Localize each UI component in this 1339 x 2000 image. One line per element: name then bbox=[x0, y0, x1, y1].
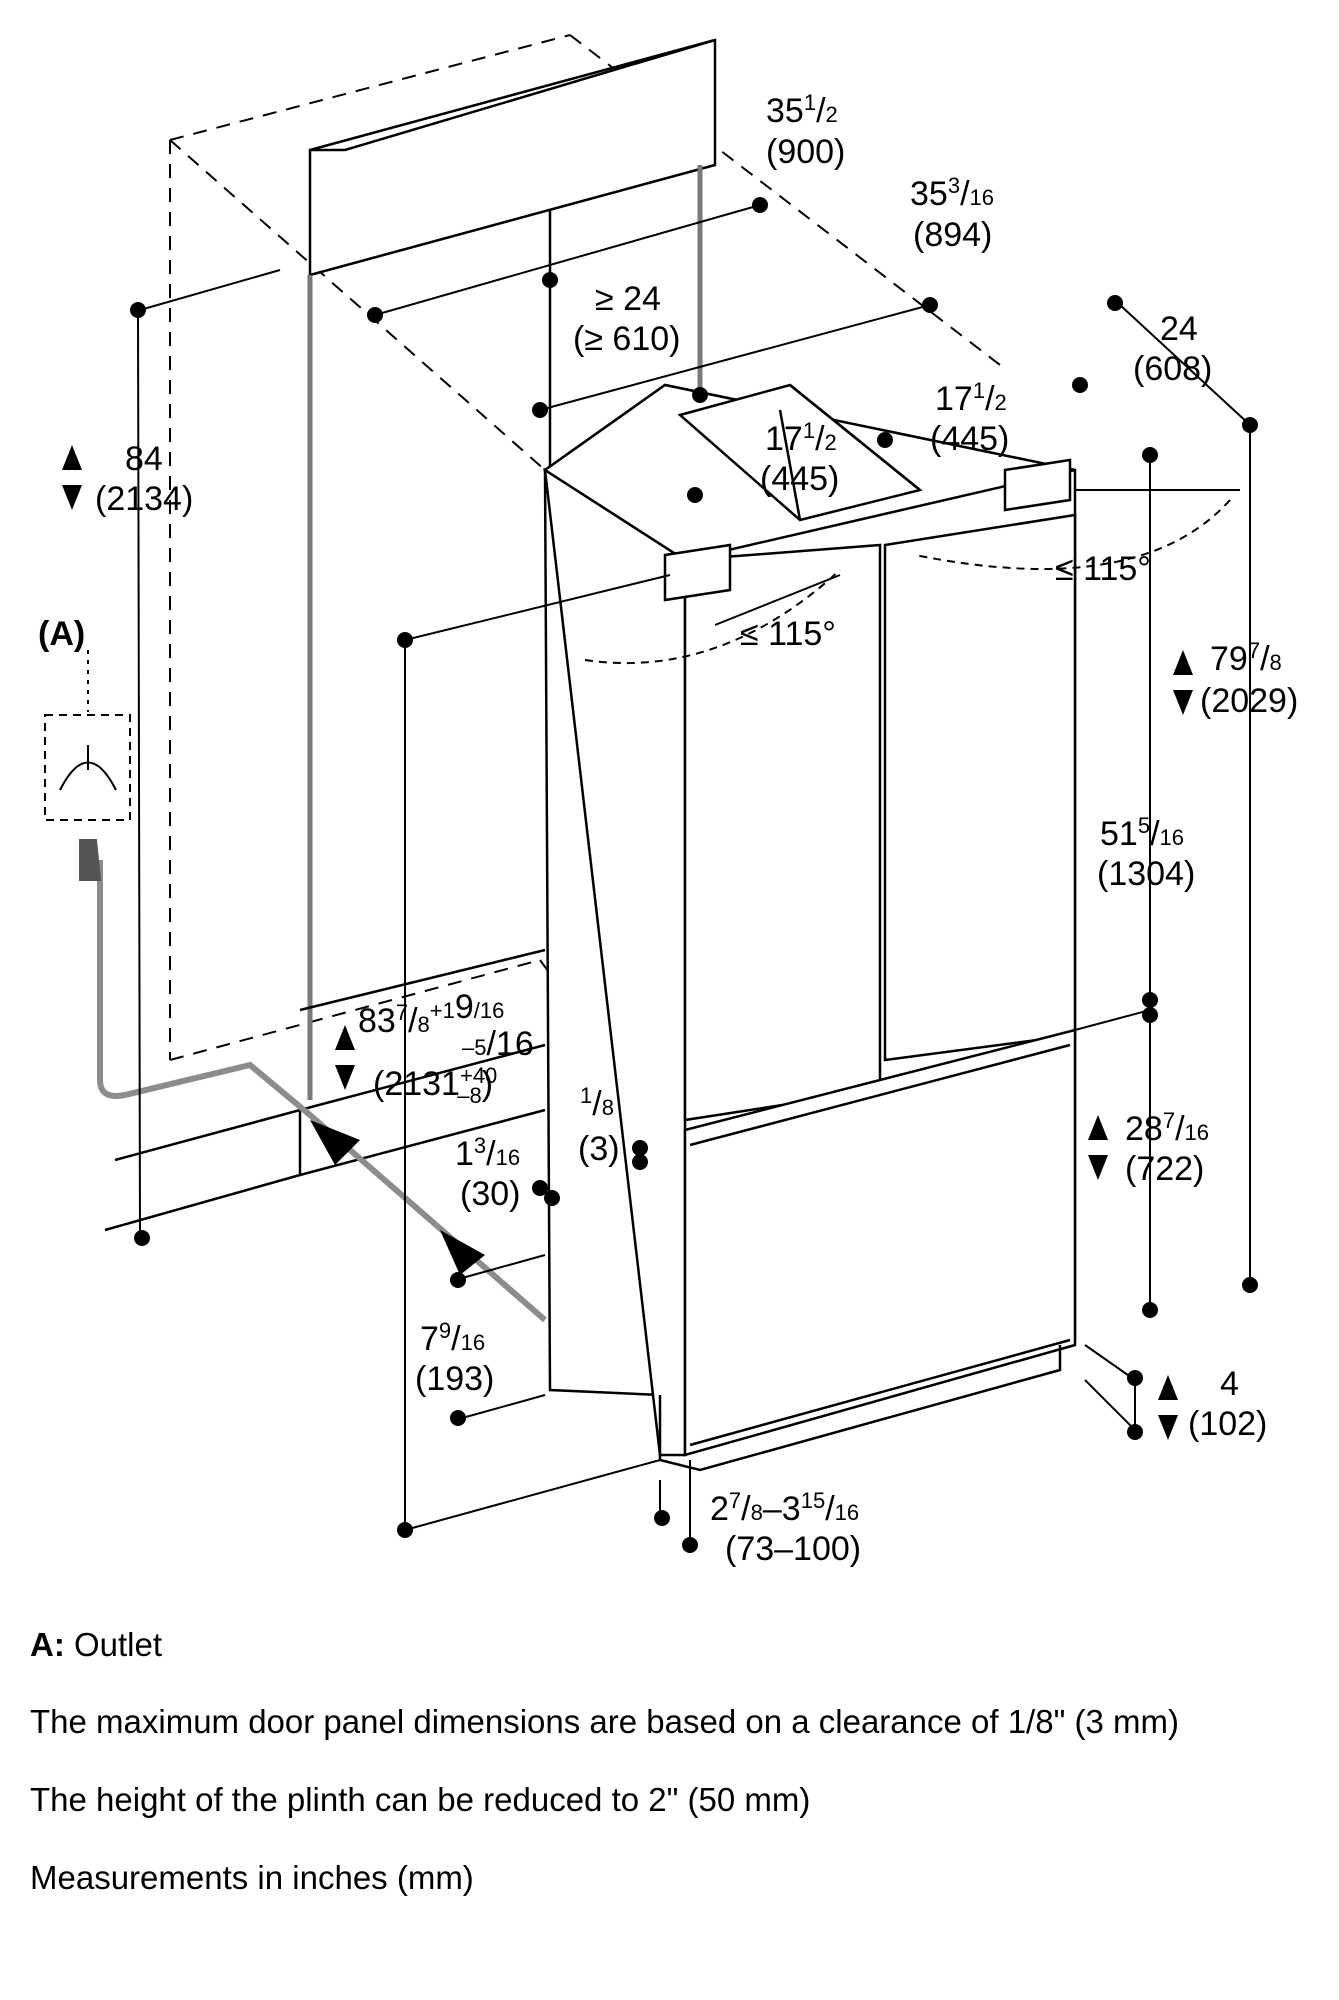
outlet-symbol bbox=[44, 650, 131, 881]
angle-right: ≤ 115° bbox=[1055, 550, 1151, 588]
width-inner-mm: (894) bbox=[913, 216, 992, 254]
panel-height-tolerance: –5/16 bbox=[462, 1025, 534, 1063]
side-gap-inch: 13/16 bbox=[455, 1133, 520, 1173]
water-hose bbox=[97, 860, 547, 1323]
note-text: The maximum door panel dimensions are ba… bbox=[30, 1703, 1179, 1740]
depth-min-inch: ≥ 24 bbox=[595, 280, 661, 318]
gap-mm: (3) bbox=[578, 1130, 620, 1168]
note-outlet: A: Outlet bbox=[30, 1625, 162, 1665]
dimension-labels: 351/2 (900) 353/16 (894) ≥ 24 (≥ 610) 24… bbox=[38, 90, 1298, 1568]
outlet-label: (A) bbox=[38, 615, 85, 653]
total-height-mm: (2029) bbox=[1200, 682, 1298, 720]
note-key: A: bbox=[30, 1626, 65, 1663]
dimension-lines bbox=[137, 204, 1251, 1545]
water-hose-arrows bbox=[310, 1120, 485, 1275]
lower-door-height-inch: 287/16 bbox=[1125, 1108, 1209, 1148]
width-total-mm: (900) bbox=[766, 133, 845, 171]
wall-lines bbox=[104, 948, 546, 1232]
depth-mm: (608) bbox=[1133, 350, 1212, 388]
plinth-depth-mm: (193) bbox=[415, 1360, 494, 1398]
door-right-width-mm: (445) bbox=[930, 420, 1009, 458]
note-text: Measurements in inches (mm) bbox=[30, 1859, 474, 1896]
note-plinth: The height of the plinth can be reduced … bbox=[30, 1780, 810, 1820]
gap-inch: 1/8 bbox=[580, 1083, 614, 1123]
panel-height-inch: 837/8+19/16 bbox=[358, 988, 504, 1040]
niche-height-mm: (2134) bbox=[95, 480, 193, 518]
arrow-markers bbox=[62, 445, 1193, 1440]
lower-door-height-mm: (722) bbox=[1125, 1150, 1204, 1188]
niche-height-inch: 84 bbox=[125, 440, 163, 478]
plinth-height-inch: 4 bbox=[1220, 1365, 1239, 1403]
upper-door-height-mm: (1304) bbox=[1097, 855, 1195, 893]
door-right-width-inch: 171/2 bbox=[935, 378, 1007, 418]
plinth-depth-inch: 79/16 bbox=[420, 1318, 485, 1358]
note-text: The height of the plinth can be reduced … bbox=[30, 1781, 811, 1818]
plinth-height-mm: (102) bbox=[1188, 1405, 1267, 1443]
panel-height-mm: (2131+40–8) bbox=[373, 1063, 497, 1108]
depth-min-mm: (≥ 610) bbox=[573, 320, 680, 358]
door-left-width-inch: 171/2 bbox=[765, 418, 837, 458]
toe-kick-mm: (73–100) bbox=[725, 1530, 861, 1568]
width-inner-inch: 353/16 bbox=[910, 173, 994, 213]
upper-door-height-inch: 515/16 bbox=[1100, 813, 1184, 853]
total-height-inch: 797/8 bbox=[1210, 638, 1282, 678]
installation-diagram: 351/2 (900) 353/16 (894) ≥ 24 (≥ 610) 24… bbox=[38, 34, 1298, 1568]
side-gap-mm: (30) bbox=[460, 1175, 520, 1213]
note-units: Measurements in inches (mm) bbox=[30, 1858, 474, 1898]
angle-left: ≤ 115° bbox=[740, 615, 836, 653]
note-text: Outlet bbox=[64, 1626, 163, 1663]
cabinet-top bbox=[307, 38, 717, 1100]
door-left-width-mm: (445) bbox=[760, 460, 839, 498]
note-door-panel: The maximum door panel dimensions are ba… bbox=[30, 1702, 1179, 1742]
width-total-inch: 351/2 bbox=[766, 90, 838, 130]
refrigerator-body bbox=[542, 383, 1077, 1472]
dimension-dots bbox=[130, 197, 1258, 1553]
toe-kick-inch: 27/8–315/16 bbox=[710, 1488, 859, 1528]
depth-inch: 24 bbox=[1160, 310, 1198, 348]
